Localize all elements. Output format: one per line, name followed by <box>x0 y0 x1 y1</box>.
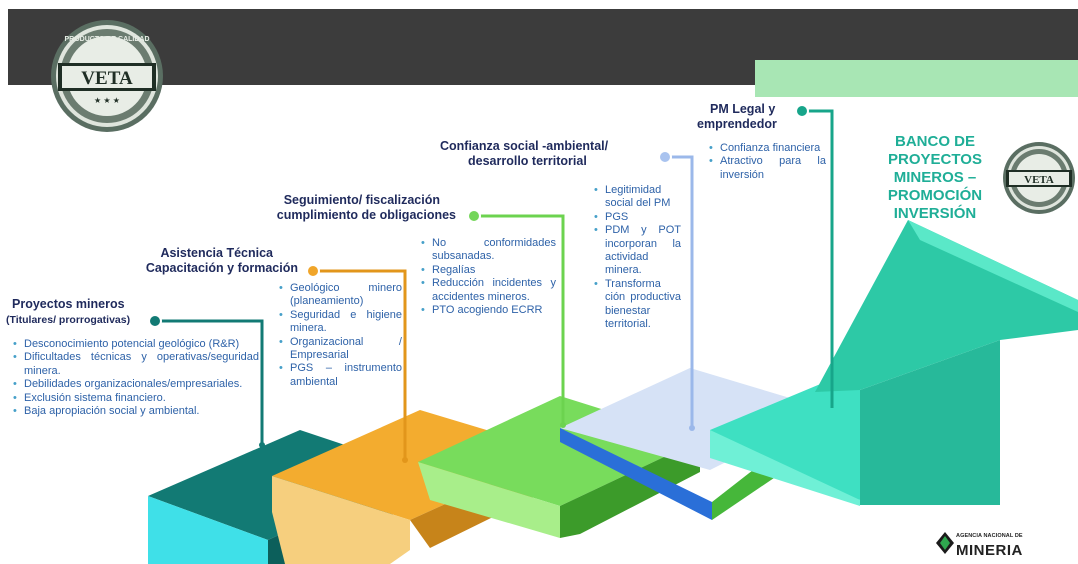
step-3-title: Seguimiento/ fiscalización cumplimiento … <box>276 193 456 222</box>
banco-heading: BANCO DE PROYECTOS MINEROS – PROMOCIÓN I… <box>887 133 983 222</box>
header-accent-band <box>755 60 1078 97</box>
step-5-bullets: Confianza financiera Atractivo para la i… <box>708 142 826 182</box>
seal-veta-text: VETA <box>81 68 133 89</box>
list-item: Seguridad e higiene minera. <box>278 309 402 336</box>
list-item: No conformidades subsanadas. <box>420 237 556 264</box>
anm-diamond-icon <box>936 532 954 554</box>
list-item: PDM y POT incorporan la actividad minera… <box>593 224 681 278</box>
step-3-bullets: No conformidades subsanadas. Regalías Re… <box>420 237 556 318</box>
list-item: Confianza financiera <box>708 142 826 156</box>
list-item: Baja apropiación social y ambiental. <box>12 405 259 419</box>
list-item: Desconocimiento potencial geológico (R&R… <box>12 338 259 352</box>
list-item: Exclusión sistema financiero. <box>12 392 259 406</box>
seal-top-text: PRODUCTO DE CALIDAD <box>64 36 149 43</box>
step-4-block <box>560 368 830 470</box>
step-5-block <box>710 380 860 500</box>
list-item: PGS <box>593 211 681 225</box>
step-2-bullets: Geológico minero (planeamiento) Segurida… <box>278 282 402 389</box>
list-item: Legitimidad social del PM <box>593 184 681 211</box>
step-1-subtitle: (Titulares/ prorrogativas) <box>6 314 131 326</box>
step-4-title: Confianza social -ambiental/ desarrollo … <box>440 139 609 168</box>
list-item: Reducción incidentes y accidentes minero… <box>420 277 556 304</box>
list-item: Atractivo para la inversión <box>708 155 826 182</box>
list-item: Organizacional / Empresarial <box>278 336 402 363</box>
list-item: Transforma ción productiva bienestar ter… <box>593 278 681 332</box>
list-item: PTO acogiendo ECRR <box>420 304 556 318</box>
svg-text:VETA: VETA <box>1024 174 1054 186</box>
list-item: Debilidades organizacionales/empresarial… <box>12 378 259 392</box>
list-item: PGS – instrumento ambiental <box>278 362 402 389</box>
step-2-title: Asistencia Técnica Capacitación y formac… <box>145 246 298 275</box>
anm-logo-big-text: MINERIA <box>956 542 1023 559</box>
arrow-head <box>815 220 1078 392</box>
veta-seal-small-logo: VETA <box>1003 142 1075 214</box>
svg-text:★ ★ ★: ★ ★ ★ <box>94 96 120 105</box>
anm-logo-small-text: AGENCIA NACIONAL DE <box>956 533 1023 539</box>
list-item: Regalías <box>420 264 556 278</box>
list-item: Dificultades técnicas y operativas/segur… <box>12 351 259 378</box>
step-1-title: Proyectos mineros <box>12 297 125 311</box>
arrow-shaft <box>860 340 1000 505</box>
list-item: Geológico minero (planeamiento) <box>278 282 402 309</box>
step-1-bullets: Desconocimiento potencial geológico (R&R… <box>12 338 259 419</box>
step-4-bullets: Legitimidad social del PM PGS PDM y POT … <box>593 184 681 331</box>
step-5-title: PM Legal y emprendedor <box>697 102 777 131</box>
veta-seal-logo: VETA PRODUCTO DE CALIDAD ★ ★ ★ <box>51 20 163 132</box>
